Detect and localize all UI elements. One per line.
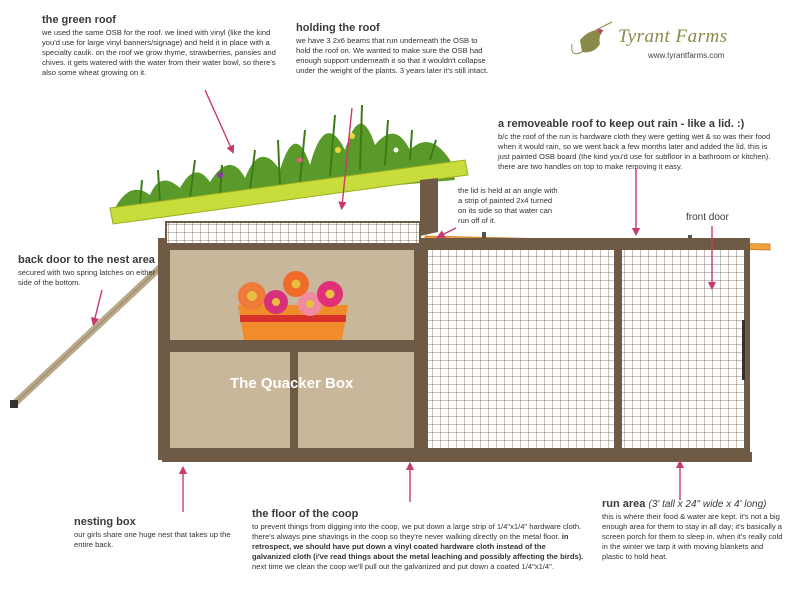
green-roof — [109, 159, 469, 225]
brand-name: Tyrant Farms — [618, 26, 728, 47]
heading-green-roof: the green roof — [42, 14, 116, 26]
body-run-area: this is where their food & water are kep… — [602, 512, 783, 561]
heading-front-door: front door — [686, 212, 729, 223]
body-back-door: secured with two spring latches on eithe… — [18, 268, 156, 287]
body-removable-roof: b/c the roof of the run is hardware clot… — [498, 132, 771, 171]
annotation-green-roof: the green roof we used the same OSB for … — [42, 14, 280, 78]
body-floor: to prevent things from digging into the … — [252, 522, 586, 572]
roof-plants — [115, 104, 455, 210]
run-area-title: run area — [602, 498, 646, 510]
annotation-holding-roof: holding the roof we have 3 2x6 beams tha… — [296, 22, 492, 76]
body-lid-angle: the lid is held at an angle with a strip… — [458, 186, 558, 225]
upper-mesh — [165, 221, 421, 245]
floor-text-bold: in retrospect, we should have put down a… — [252, 532, 584, 561]
body-green-roof: we used the same OSB for the roof. we li… — [42, 28, 276, 77]
heading-floor: the floor of the coop — [252, 508, 359, 520]
floor-text-2: next time we clean the coop we'll pull o… — [252, 562, 554, 571]
annotation-lid-angle: the lid is held at an angle with a strip… — [458, 186, 558, 226]
floor-text-1: to prevent things from digging into the … — [252, 522, 582, 541]
heading-holding-roof: holding the roof — [296, 22, 380, 34]
arrow-lid-angle — [436, 227, 457, 238]
run-mesh — [428, 250, 745, 448]
heading-run-area: run area (3' tall x 24" wide x 4' long) — [602, 498, 784, 511]
body-holding-roof: we have 3 2x6 beams that run underneath … — [296, 36, 489, 75]
annotation-floor: the floor of the coop to prevent things … — [252, 508, 586, 572]
annotation-front-door: front door — [686, 211, 766, 225]
annotation-run-area: run area (3' tall x 24" wide x 4' long) … — [602, 498, 784, 562]
annotation-removable-roof: a removeable roof to keep out rain - lik… — [498, 118, 778, 172]
annotation-nesting-box: nesting box our girls share one huge nes… — [74, 516, 244, 550]
arrow-back-door — [90, 289, 103, 327]
heading-nesting-box: nesting box — [74, 516, 136, 528]
logo-bird-icon — [571, 21, 613, 55]
flowers — [238, 271, 343, 316]
annotation-back-door: back door to the nest area secured with … — [18, 254, 168, 288]
heading-removable-roof: a removeable roof to keep out rain - lik… — [498, 118, 745, 130]
flower-pot — [238, 271, 348, 340]
brand-url[interactable]: www.tyrantfarms.com — [648, 51, 725, 60]
arrow-holding-roof — [338, 107, 353, 211]
heading-back-door: back door to the nest area — [18, 254, 155, 266]
back-door — [10, 259, 169, 408]
roof-support — [420, 178, 438, 236]
body-nesting-box: our girls share one huge nest that takes… — [74, 530, 231, 549]
arrow-green-roof — [204, 89, 235, 154]
annotation-arrows — [90, 89, 717, 512]
box-label: The Quacker Box — [230, 375, 354, 392]
run-area-dimensions: (3' tall x 24" wide x 4' long) — [648, 499, 767, 510]
